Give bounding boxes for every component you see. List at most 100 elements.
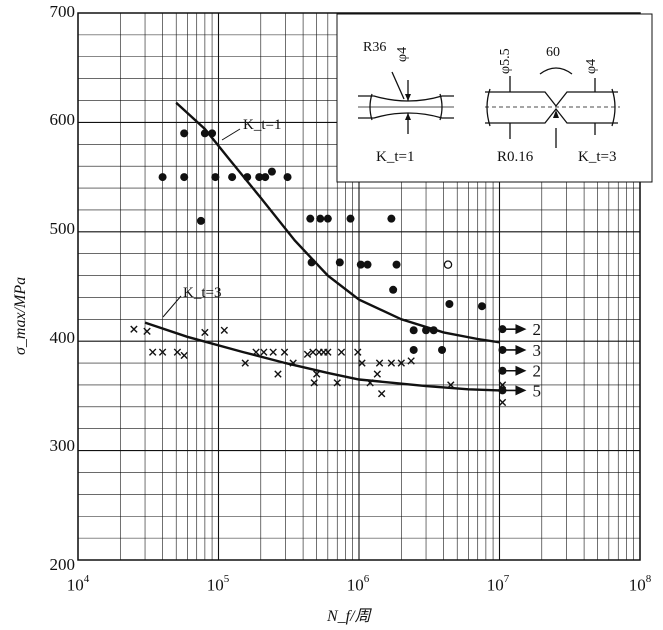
data-point-kt1 [438, 345, 447, 354]
data-point-kt1 [306, 214, 315, 223]
data-point-kt3 [241, 359, 249, 367]
cross-stroke [337, 348, 346, 356]
kt1-leader-line [221, 128, 241, 141]
cross-stroke [324, 348, 332, 356]
cross-stroke [377, 390, 386, 398]
cross-stroke [180, 351, 188, 360]
y-tick-label: 200 [49, 555, 76, 574]
x-tick-label: 107 [486, 573, 510, 595]
data-point-kt1 [422, 326, 431, 335]
data-point-kt1 [477, 302, 486, 311]
y-tick-label: 300 [49, 436, 76, 455]
cross-stroke [289, 359, 297, 367]
cross-stroke [313, 370, 321, 378]
data-point-kt3 [220, 326, 229, 334]
data-point-kt1 [243, 173, 252, 182]
cross-stroke [280, 348, 289, 356]
cross-stroke [201, 328, 209, 337]
kt3-curve-label: K_t=3 [183, 285, 222, 301]
cross-stroke [220, 326, 229, 334]
y-tick-label: 700 [49, 2, 76, 21]
data-point-kt3 [447, 381, 455, 389]
y-tick-label: 400 [49, 328, 76, 347]
data-point-kt3 [377, 390, 386, 398]
data-point-kt1 [356, 260, 365, 269]
data-point-kt1 [267, 167, 276, 176]
fitted-curve [175, 101, 500, 344]
specimen-left-radius-label: R36 [363, 40, 387, 55]
data-point-kt3 [130, 325, 138, 333]
x-tick-label: 106 [346, 573, 370, 595]
plot-frame [77, 12, 641, 561]
data-point-kt1 [409, 345, 418, 354]
data-point-kt1 [208, 129, 217, 138]
cross-stroke [397, 359, 405, 367]
data-point-kt3 [148, 348, 157, 356]
data-point-kt3 [375, 359, 384, 367]
cross-stroke [354, 348, 362, 356]
specimen-left-arrow-top [405, 94, 411, 101]
cross-stroke [387, 359, 396, 367]
cross-stroke [241, 359, 249, 367]
cross-stroke [143, 327, 151, 336]
data-point-kt3 [498, 398, 507, 407]
data-point-kt1 [200, 129, 209, 138]
data-point-kt3 [143, 327, 151, 336]
data-point-kt1 [392, 260, 401, 269]
runout-count-label: 5 [532, 381, 541, 400]
cross-stroke [447, 381, 455, 389]
runout-count-label: 2 [532, 320, 541, 339]
specimen-right-arrow [553, 110, 559, 118]
data-point-kt1 [180, 129, 189, 138]
cross-stroke [498, 398, 507, 407]
data-point-kt1 [283, 173, 292, 182]
cross-stroke [358, 359, 366, 367]
data-point-kt1 [409, 326, 418, 335]
x-axis-title: N_f/周 [327, 608, 371, 625]
cross-stroke [309, 348, 317, 356]
cross-stroke [333, 379, 341, 387]
runout-count-label: 3 [532, 341, 541, 360]
runout-count-label: 2 [532, 362, 541, 381]
specimen-left-diameter-label: φ4 [395, 46, 410, 62]
cross-stroke [252, 348, 260, 356]
data-point-kt3 [333, 379, 341, 387]
specimen-right-kt-label: K_t=3 [578, 149, 617, 165]
data-point-kt3 [252, 348, 260, 356]
x-tick-label: 108 [628, 573, 652, 595]
data-point-kt3 [274, 370, 282, 378]
cross-stroke [148, 348, 157, 356]
specimen-right-small-diameter-label: φ4 [584, 58, 599, 74]
x-tick-label: 104 [66, 573, 90, 595]
data-point-kt1 [158, 173, 167, 182]
data-point-kt3 [201, 328, 209, 337]
cross-stroke [158, 348, 167, 356]
data-point-kt3 [373, 370, 382, 378]
specimen-right-angle-label: 60 [546, 45, 560, 60]
y-tick-label: 600 [49, 110, 76, 129]
data-point-kt3 [289, 359, 297, 367]
cross-stroke [303, 350, 312, 359]
data-point-kt1 [363, 260, 372, 269]
specimen-inset [336, 13, 653, 183]
data-point-kt1 [335, 258, 344, 267]
data-point-kt3 [358, 359, 366, 367]
cross-stroke [310, 379, 318, 387]
data-point-kt3 [397, 359, 405, 367]
data-point-kt3 [303, 350, 312, 359]
data-point-kt1 [211, 173, 220, 182]
x-tick-label: 105 [206, 573, 230, 595]
data-point-kt3 [309, 348, 317, 356]
data-point-kt3 [158, 348, 167, 356]
data-point-kt1 [346, 214, 355, 223]
data-point-kt3 [180, 351, 188, 360]
inset-box [336, 13, 653, 183]
data-point-kt1 [387, 214, 396, 223]
data-point-kt3 [337, 348, 346, 356]
data-point-kt1 [180, 173, 189, 182]
data-point-kt1 [196, 216, 205, 225]
data-points [130, 129, 507, 407]
data-point-kt3 [280, 348, 289, 356]
